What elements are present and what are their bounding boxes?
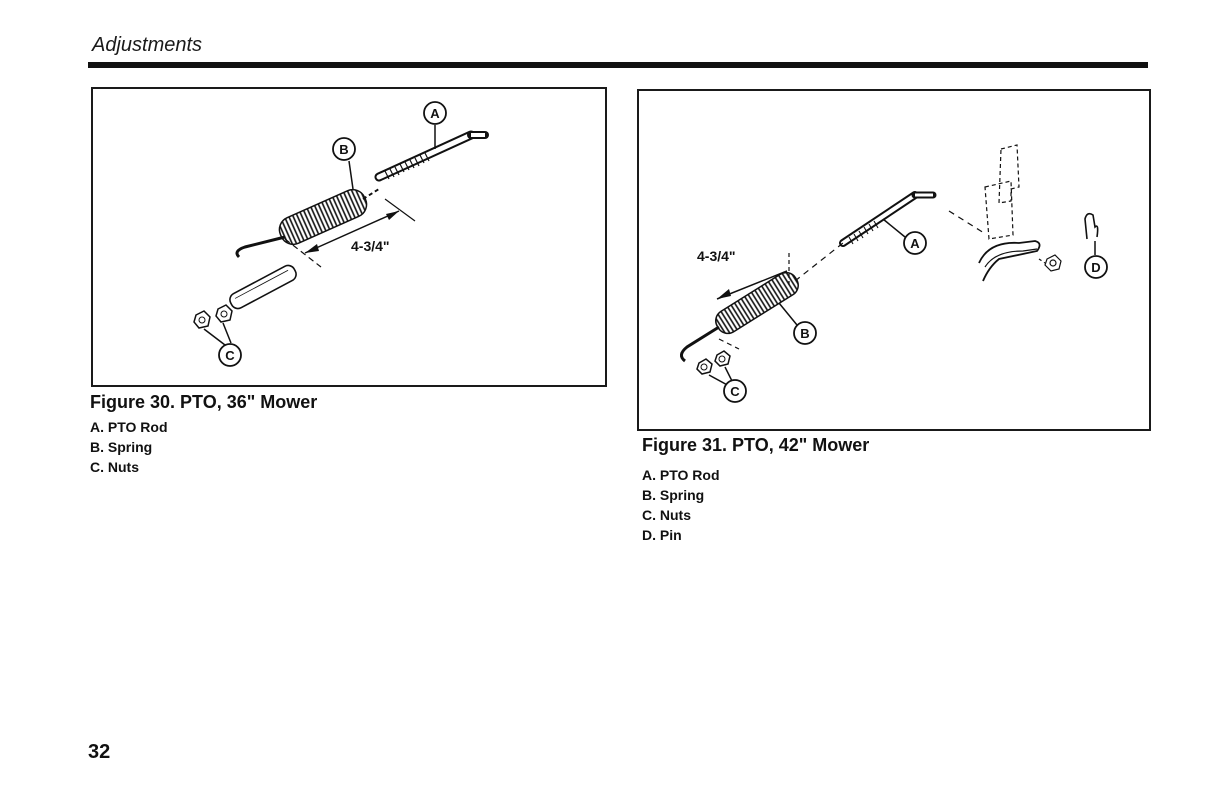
callout-b-label: B (339, 142, 348, 157)
legend-item-pin: D. Pin (642, 525, 720, 545)
callout-c: C (219, 344, 241, 366)
spring-b (681, 268, 802, 361)
callout-b: B (333, 138, 355, 189)
section-title: Adjustments (92, 34, 202, 57)
pto-rod-a (379, 135, 485, 179)
figure-30-caption: Figure 30. PTO, 36" Mower (90, 392, 317, 413)
nuts-c (194, 305, 232, 345)
callout-b-label: B (800, 326, 809, 341)
legend-item-nuts: C. Nuts (642, 505, 720, 525)
bracket-assembly (979, 145, 1061, 281)
tube (227, 263, 298, 311)
alignment-line-2 (949, 211, 984, 233)
legend-item-nuts: C. Nuts (90, 457, 168, 477)
nuts-c (697, 351, 733, 387)
callout-c-label: C (730, 384, 740, 399)
figure-30-drawing: 4-3/4" A B C (93, 89, 605, 385)
callout-a: A (424, 102, 446, 149)
figure-31-drawing: 4-3/4" A (639, 91, 1149, 429)
figure-31-illustration: 4-3/4" A (637, 89, 1151, 431)
legend-item-pto-rod: A. PTO Rod (642, 465, 720, 485)
header-rule (88, 62, 1148, 68)
pin-d (1085, 214, 1098, 255)
figure-30-dimension-label: 4-3/4" (351, 238, 390, 254)
callout-c-label: C (225, 348, 235, 363)
legend-item-pto-rod: A. PTO Rod (90, 417, 168, 437)
callout-a-label: A (910, 236, 920, 251)
figure-31-legend: A. PTO Rod B. Spring C. Nuts D. Pin (642, 465, 720, 545)
callout-a-label: A (430, 106, 440, 121)
callout-d-label: D (1091, 260, 1100, 275)
alignment-line (795, 243, 843, 281)
callout-d: D (1085, 256, 1107, 278)
figure-30-illustration: 4-3/4" A B C (91, 87, 607, 387)
page-number: 32 (88, 741, 110, 764)
callout-b: B (779, 303, 816, 344)
figure-31-dimension-label: 4-3/4" (697, 248, 736, 264)
legend-item-spring: B. Spring (642, 485, 720, 505)
figure-31-caption: Figure 31. PTO, 42" Mower (642, 435, 869, 456)
figure-30-legend: A. PTO Rod B. Spring C. Nuts (90, 417, 168, 477)
legend-item-spring: B. Spring (90, 437, 168, 457)
callout-c: C (724, 380, 746, 402)
callout-a: A (883, 219, 926, 254)
